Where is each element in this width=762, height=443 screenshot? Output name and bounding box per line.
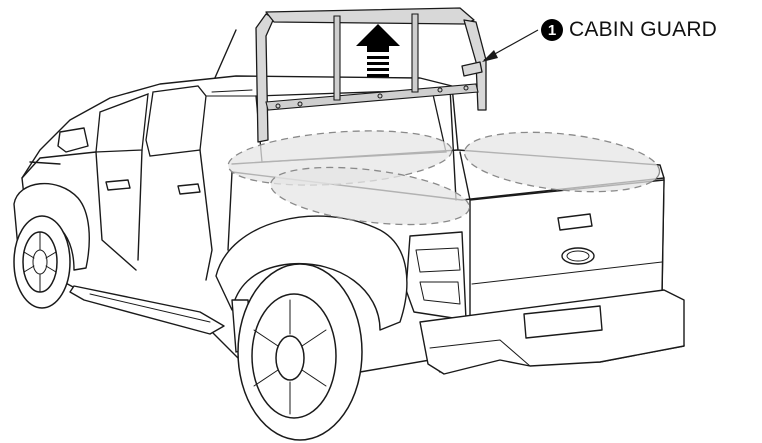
rear-fender-flare xyxy=(215,215,408,331)
side-mirror xyxy=(57,127,89,153)
tail-light xyxy=(405,231,467,321)
antenna xyxy=(213,29,237,81)
arrow-up-icon xyxy=(356,24,400,77)
front-wheel xyxy=(13,215,71,309)
callout-label: CABIN GUARD xyxy=(569,18,718,41)
mounting-zone-left-rail xyxy=(270,166,470,226)
cabin-guard-part xyxy=(255,7,487,143)
front-door-handle xyxy=(105,179,131,191)
callout-number-badge: 1 xyxy=(541,19,563,41)
rear-wheel xyxy=(237,263,363,441)
callout-leader-line xyxy=(482,29,539,62)
mounting-zone-right-rail xyxy=(463,131,661,193)
license-plate-recess xyxy=(523,305,603,339)
truck-body xyxy=(13,75,685,379)
mounting-zone-cab xyxy=(227,130,453,186)
tailgate-handle xyxy=(557,213,593,231)
rear-door-handle xyxy=(177,183,201,195)
cabin-guard-callout: 1 CABIN GUARD xyxy=(541,18,717,42)
rear-emblem xyxy=(561,247,595,265)
rear-door-window xyxy=(145,85,207,157)
